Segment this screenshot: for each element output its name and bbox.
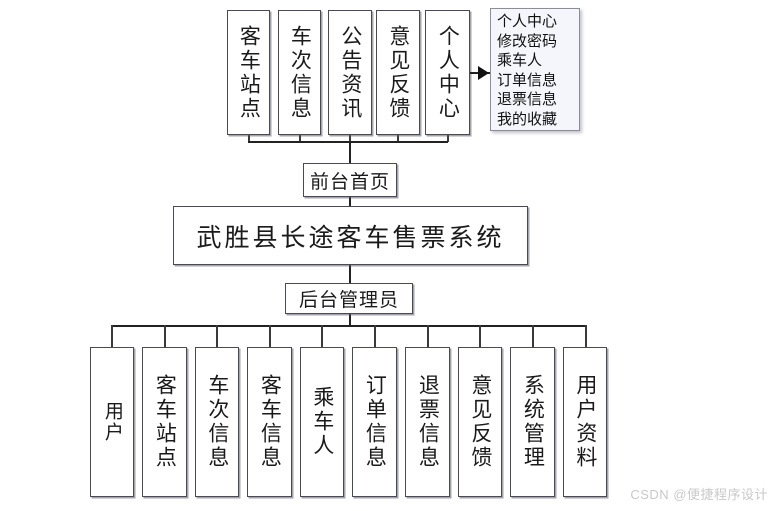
connector-frontend-bus (248, 141, 448, 143)
connector-backend-8 (532, 325, 534, 347)
connector-backend-6 (427, 325, 429, 347)
frontend-module-box-2[interactable]: 公告资讯 (328, 10, 372, 135)
connector-frontend-3 (397, 135, 399, 142)
connector-backend-7 (479, 325, 481, 347)
backend-module-box-5[interactable]: 订单信息 (352, 347, 397, 497)
backend-module-box-4[interactable]: 乘车人 (300, 347, 344, 497)
connector-root-to-admin (349, 265, 351, 284)
backend-module-box-2[interactable]: 车次信息 (195, 347, 239, 497)
backend-admin-box[interactable]: 后台管理员 (285, 283, 413, 314)
popup-item-0[interactable]: 个人中心 (497, 14, 558, 30)
connector-frontend-4 (447, 135, 449, 142)
connector-backend-4 (321, 325, 323, 347)
connector-frontend-to-home (349, 141, 351, 164)
backend-module-box-6[interactable]: 退票信息 (405, 347, 450, 497)
popup-item-2[interactable]: 乘车人 (497, 53, 543, 69)
backend-module-box-7[interactable]: 意见反馈 (458, 347, 502, 497)
popup-arrow-head-icon (478, 66, 489, 80)
popup-item-1[interactable]: 修改密码 (497, 33, 558, 50)
frontend-home-box[interactable]: 前台首页 (303, 163, 397, 197)
popup-item-4[interactable]: 退票信息 (497, 92, 558, 108)
connector-backend-bus (111, 325, 586, 327)
system-root-box[interactable]: 武胜县长途客车售票系统 (173, 206, 528, 265)
personal-center-popup: 个人中心 修改密码 乘车人 订单信息 退票信息 我的收藏 (490, 8, 580, 131)
backend-module-box-3[interactable]: 客车信息 (247, 347, 292, 497)
backend-module-box-9[interactable]: 用户资料 (563, 347, 607, 497)
connector-frontend-1 (299, 135, 301, 142)
connector-admin-to-bus (349, 314, 351, 326)
connector-frontend-0 (248, 135, 250, 142)
frontend-module-box-0[interactable]: 客车站点 (227, 10, 270, 135)
connector-backend-5 (374, 325, 376, 347)
connector-backend-3 (269, 325, 271, 347)
connector-backend-9 (585, 325, 587, 347)
frontend-module-box-1[interactable]: 车次信息 (278, 10, 321, 135)
connector-home-to-root (349, 197, 351, 207)
frontend-module-box-4[interactable]: 个人中心 (425, 10, 470, 135)
popup-item-3[interactable]: 订单信息 (497, 72, 558, 89)
backend-module-box-1[interactable]: 客车站点 (142, 347, 187, 497)
popup-item-5[interactable]: 我的收藏 (497, 111, 558, 128)
frontend-module-box-3[interactable]: 意见反馈 (376, 10, 420, 135)
connector-backend-1 (164, 325, 166, 347)
connector-backend-2 (216, 325, 218, 347)
backend-module-box-0[interactable]: 用户 (90, 347, 134, 497)
backend-module-box-8[interactable]: 系统管理 (510, 347, 555, 497)
watermark: CSDN @便捷程序设计 (630, 487, 768, 502)
connector-backend-0 (111, 325, 113, 347)
connector-frontend-2 (349, 135, 351, 142)
